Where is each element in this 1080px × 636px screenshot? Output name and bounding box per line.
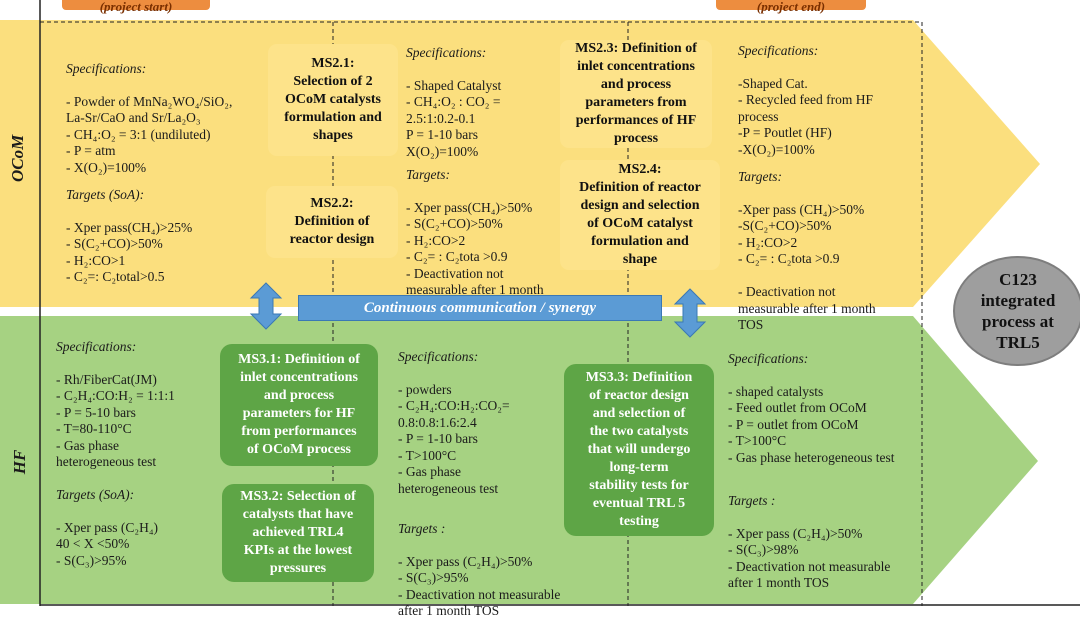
section-body: - shaped catalysts - Feed outlet from OC…	[728, 383, 895, 465]
section-body: - powders - C₂H₄:CO:H₂:CO₂= 0.8:0.8:1.6:…	[398, 381, 510, 496]
section-body: - Powder of MnNa₂WO₄/SiO₂, La-Sr/CaO and…	[66, 93, 233, 175]
section-body: - Xper pass (C₂H₄) 40 < X <50% - S(C₃)>9…	[56, 519, 159, 568]
section-title: Specifications:	[398, 348, 479, 364]
section-title: Specifications:	[728, 350, 809, 366]
section-body: -Shaped Cat. - Recycled feed from HF pro…	[738, 75, 873, 157]
goal-ellipse: C123 integrated process at TRL5	[953, 256, 1080, 366]
section-body: - Xper pass(CH₄)>50% - S(C₂+CO)>50% - H₂…	[406, 199, 544, 314]
section-title: Targets (SoA):	[56, 486, 135, 502]
section-body: - Shaped Catalyst - CH₄:O₂ : CO₂ = 2.5:1…	[406, 77, 502, 159]
section-body: -Xper pass (CH₄)>50% -S(C₂+CO)>50% - H₂:…	[738, 201, 876, 333]
section-body: - Xper pass (C₂H₄)>50% - S(C₃)>95% - Dea…	[398, 553, 561, 619]
milestone-ms2-2: MS2.2: Definition of reactor design	[266, 186, 398, 258]
section-body: - Xper pass (C₂H₄)>50% - S(C₃)>98% - Dea…	[728, 525, 891, 591]
hf-col2-specifications: Specifications: - powders - C₂H₄:CO:H₂:C…	[398, 332, 558, 514]
section-body: - Rh/FiberCat(JM) - C₂H₄:CO:H₂ = 1:1:1 -…	[56, 371, 175, 470]
section-title: Specifications:	[738, 42, 819, 58]
ocom-col3-targets: Targets: -Xper pass (CH₄)>50% -S(C₂+CO)>…	[738, 152, 908, 350]
hf-col3-targets: Targets : - Xper pass (C₂H₄)>50% - S(C₃)…	[728, 476, 918, 608]
milestone-ms3-3: MS3.3: Definition of reactor design and …	[564, 364, 714, 536]
section-title: Targets:	[738, 168, 783, 184]
milestone-ms3-1: MS3.1: Definition of inlet concentration…	[220, 344, 378, 466]
section-title: Targets :	[728, 492, 776, 508]
milestone-ms2-1: MS2.1: Selection of 2 OCoM catalysts for…	[268, 44, 398, 156]
hf-col2-targets: Targets : - Xper pass (C₂H₄)>50% - S(C₃)…	[398, 504, 568, 636]
milestone-ms3-2: MS3.2: Selection of catalysts that have …	[222, 484, 374, 582]
section-title: Specifications:	[406, 44, 487, 60]
milestone-ms2-3: MS2.3: Definition of inlet concentration…	[560, 40, 712, 148]
ocom-col1-specifications: Specifications: - Powder of MnNa₂WO₄/SiO…	[66, 44, 266, 193]
hf-col1-targets: Targets (SoA): - Xper pass (C₂H₄) 40 < X…	[56, 470, 226, 586]
sync-arrow-right	[673, 288, 707, 338]
sync-arrow-left	[249, 282, 283, 330]
ocom-col2-specifications: Specifications: - Shaped Catalyst - CH₄:…	[406, 28, 556, 177]
project-end-tab: (project end)	[716, 0, 866, 14]
section-title: Targets :	[398, 520, 446, 536]
ocom-col1-targets: Targets (SoA): - Xper pass(CH₄)>25% - S(…	[66, 170, 266, 302]
project-start-tab: (project start)	[62, 0, 210, 14]
hf-row-label: HF	[10, 449, 29, 475]
section-title: Specifications:	[66, 60, 147, 76]
ocom-band-arrow	[0, 20, 1040, 307]
milestone-ms2-4: MS2.4: Definition of reactor design and …	[560, 160, 720, 270]
ocom-col3-specifications: Specifications: -Shaped Cat. - Recycled …	[738, 26, 908, 175]
section-title: Specifications:	[56, 338, 137, 354]
ocom-row-label: OCoM	[8, 134, 27, 182]
section-title: Targets (SoA):	[66, 186, 145, 202]
communication-bar: Continuous communication / synergy	[298, 295, 662, 321]
hf-col3-specifications: Specifications: - shaped catalysts - Fee…	[728, 334, 918, 483]
hf-col1-specifications: Specifications: - Rh/FiberCat(JM) - C₂H₄…	[56, 322, 226, 487]
section-title: Targets:	[406, 166, 451, 182]
section-body: - Xper pass(CH₄)>25% - S(C₂+CO)>50% - H₂…	[66, 219, 193, 285]
ocom-col2-targets: Targets: - Xper pass(CH₄)>50% - S(C₂+CO)…	[406, 150, 566, 332]
